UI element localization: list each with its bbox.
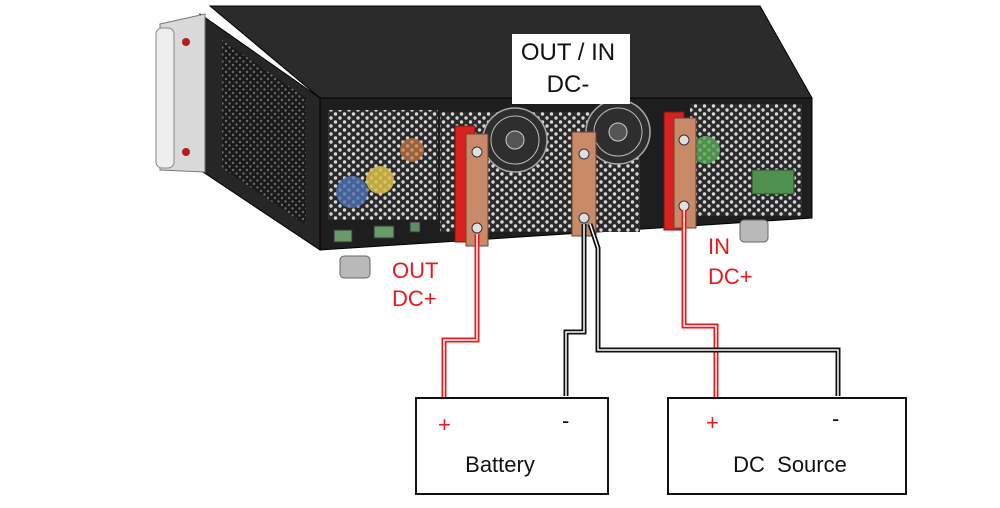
battery-plus-terminal: + xyxy=(438,412,451,437)
rear-connector-3 xyxy=(409,221,421,233)
dc-minus-label-background xyxy=(512,34,630,104)
dc-source-plus-terminal: + xyxy=(706,410,719,435)
in-dc-plus-bolt-top xyxy=(678,134,690,146)
battery-label: Battery xyxy=(465,452,535,477)
dc-minus-bolt-top xyxy=(578,148,590,160)
rear-connector-1 xyxy=(333,229,353,243)
pcb-blue-component xyxy=(336,176,368,208)
dc-source-minus-terminal: - xyxy=(832,406,839,431)
dc-source-box: + - DC Source xyxy=(667,397,907,495)
battery-box: + - Battery xyxy=(415,397,609,495)
fan-right-hub xyxy=(608,122,628,142)
in-dc-plus-label-line1: IN xyxy=(708,234,730,259)
wire-out-dc-plus-to-battery xyxy=(441,234,480,400)
dc-minus-bolt-bottom xyxy=(578,212,590,224)
out-dc-plus-label-line2: DC+ xyxy=(392,286,437,311)
out-dc-plus-bolt-top xyxy=(471,146,483,158)
pcb-orange-component xyxy=(400,138,424,162)
rack-screw-top xyxy=(182,38,190,46)
dc-minus-label-line2: DC- xyxy=(547,71,590,98)
rack-screw-bottom xyxy=(182,148,190,156)
fan-left-guard xyxy=(490,115,540,165)
pcb-green-component xyxy=(692,136,720,164)
power-supply-unit xyxy=(155,5,813,279)
fan-left-hub xyxy=(505,130,525,150)
left-side-vent xyxy=(222,40,306,225)
foot-right xyxy=(739,219,769,243)
rear-connector-2 xyxy=(373,225,395,239)
wire-dc-minus-to-battery xyxy=(563,224,587,396)
foot-left xyxy=(339,255,371,279)
battery-outline xyxy=(415,397,609,495)
in-dc-plus-label-line2: DC+ xyxy=(708,264,753,289)
out-dc-plus-label-line1: OUT xyxy=(392,258,438,283)
terminal-block-green xyxy=(751,169,795,195)
pcb-yellow-component xyxy=(366,166,394,194)
out-dc-plus-bolt-bottom xyxy=(471,222,483,234)
dc-source-outline xyxy=(667,397,907,495)
wiring xyxy=(441,210,841,400)
rack-ear-handle xyxy=(155,27,175,169)
dc-minus-label-line1: OUT / IN xyxy=(521,39,615,66)
dc-source-label: DC Source xyxy=(733,452,847,477)
battery-minus-terminal: - xyxy=(562,408,569,433)
in-dc-plus-bolt-bottom xyxy=(678,200,690,212)
